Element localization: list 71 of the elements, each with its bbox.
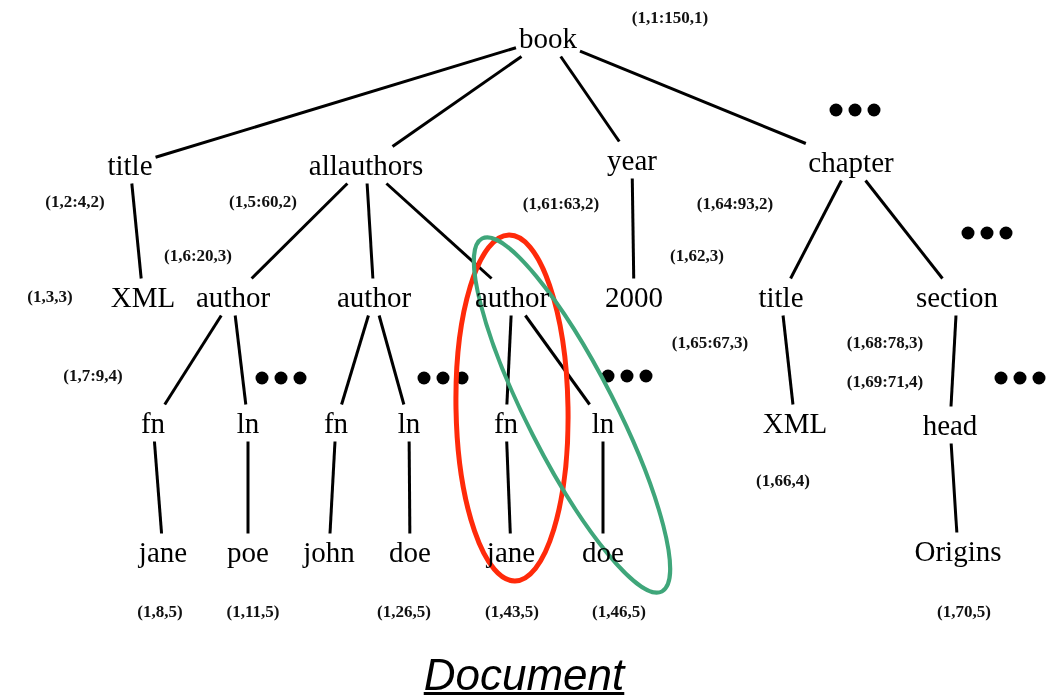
tree-node-label: title [104,146,156,184]
tree-node-label: year [604,141,660,179]
tree-edge [155,46,517,159]
tree-edge [328,441,337,534]
position-label: (1,2:4,2) [45,192,105,212]
tree-node-label: title [755,278,807,316]
tree-node-label: doe [386,533,434,571]
position-label: (1,1:150,1) [631,8,709,28]
position-label: (1,61:63,2) [522,194,600,214]
tree-edge [505,315,513,405]
tree-edge [579,49,807,145]
tree-node-label: Origins [911,532,1005,570]
tree-edge [601,441,605,534]
position-label: (1,65:67,3) [671,333,749,353]
tree-node-label: ln [233,404,263,442]
tree-edge [559,55,621,143]
tree-edge [365,183,375,279]
tree-edge [385,182,493,280]
tree-node-label: john [300,533,358,571]
caption: Document [423,650,625,699]
position-label: (1,43,5) [485,602,539,622]
position-label: (1,5:60,2) [229,192,297,212]
position-label: (1,62,3) [670,246,724,266]
tree-edge [789,179,843,280]
tree-node-label: ln [588,404,618,442]
tree-edge [630,178,636,279]
position-label: (1,64:93,2) [696,194,774,214]
position-label: (1,7:9,4) [63,366,123,386]
position-label: (1,11,5) [226,602,280,622]
tree-node-label: fn [137,404,169,442]
tree-node-label: author [333,278,415,316]
tree-edge [781,315,795,405]
tree-node-label: chapter [805,143,897,181]
position-label: (1,70,5) [937,602,991,622]
position-label: (1,69:71,4) [846,372,924,392]
tree-edge [250,182,349,280]
tree-node-label: head [919,406,981,444]
tree-node-label: 2000 [602,278,666,316]
tree-edge [949,315,958,407]
tree-node-label: fn [490,404,522,442]
tree-node-label: jane [483,533,539,571]
tree-edge [524,314,591,406]
tree-node-label: book [516,19,580,57]
tree-node-label: poe [224,533,272,571]
tree-edge [246,441,250,534]
tree-node-label: jane [135,533,191,571]
position-label: (1,8,5) [137,602,183,622]
tree-edge [163,314,223,406]
tree-edge [377,315,406,405]
tree-node-label: XML [759,404,831,442]
tree-node-label: XML [107,278,179,316]
tree-node-label: ln [394,404,424,442]
tree-node-label: allauthors [305,146,427,184]
tree-node-label: section [912,278,1002,316]
tree-node-label: author [192,278,274,316]
tree-edge [340,315,370,405]
tree-edge [233,315,248,405]
tree-edge [130,183,143,279]
tree-edge [949,443,959,533]
tree-edge [152,441,164,534]
position-label: (1,3,3) [27,287,73,307]
tree-edge [505,441,512,534]
position-label: (1,46,5) [592,602,646,622]
position-label: (1,6:20,3) [164,246,232,266]
tree-edge [864,179,944,280]
position-label: (1,26,5) [377,602,431,622]
tree-edge [407,441,412,534]
tree-edge [391,55,523,148]
position-label: (1,66,4) [756,471,810,491]
position-label: (1,68:78,3) [846,333,924,353]
tree-node-label: fn [320,404,352,442]
